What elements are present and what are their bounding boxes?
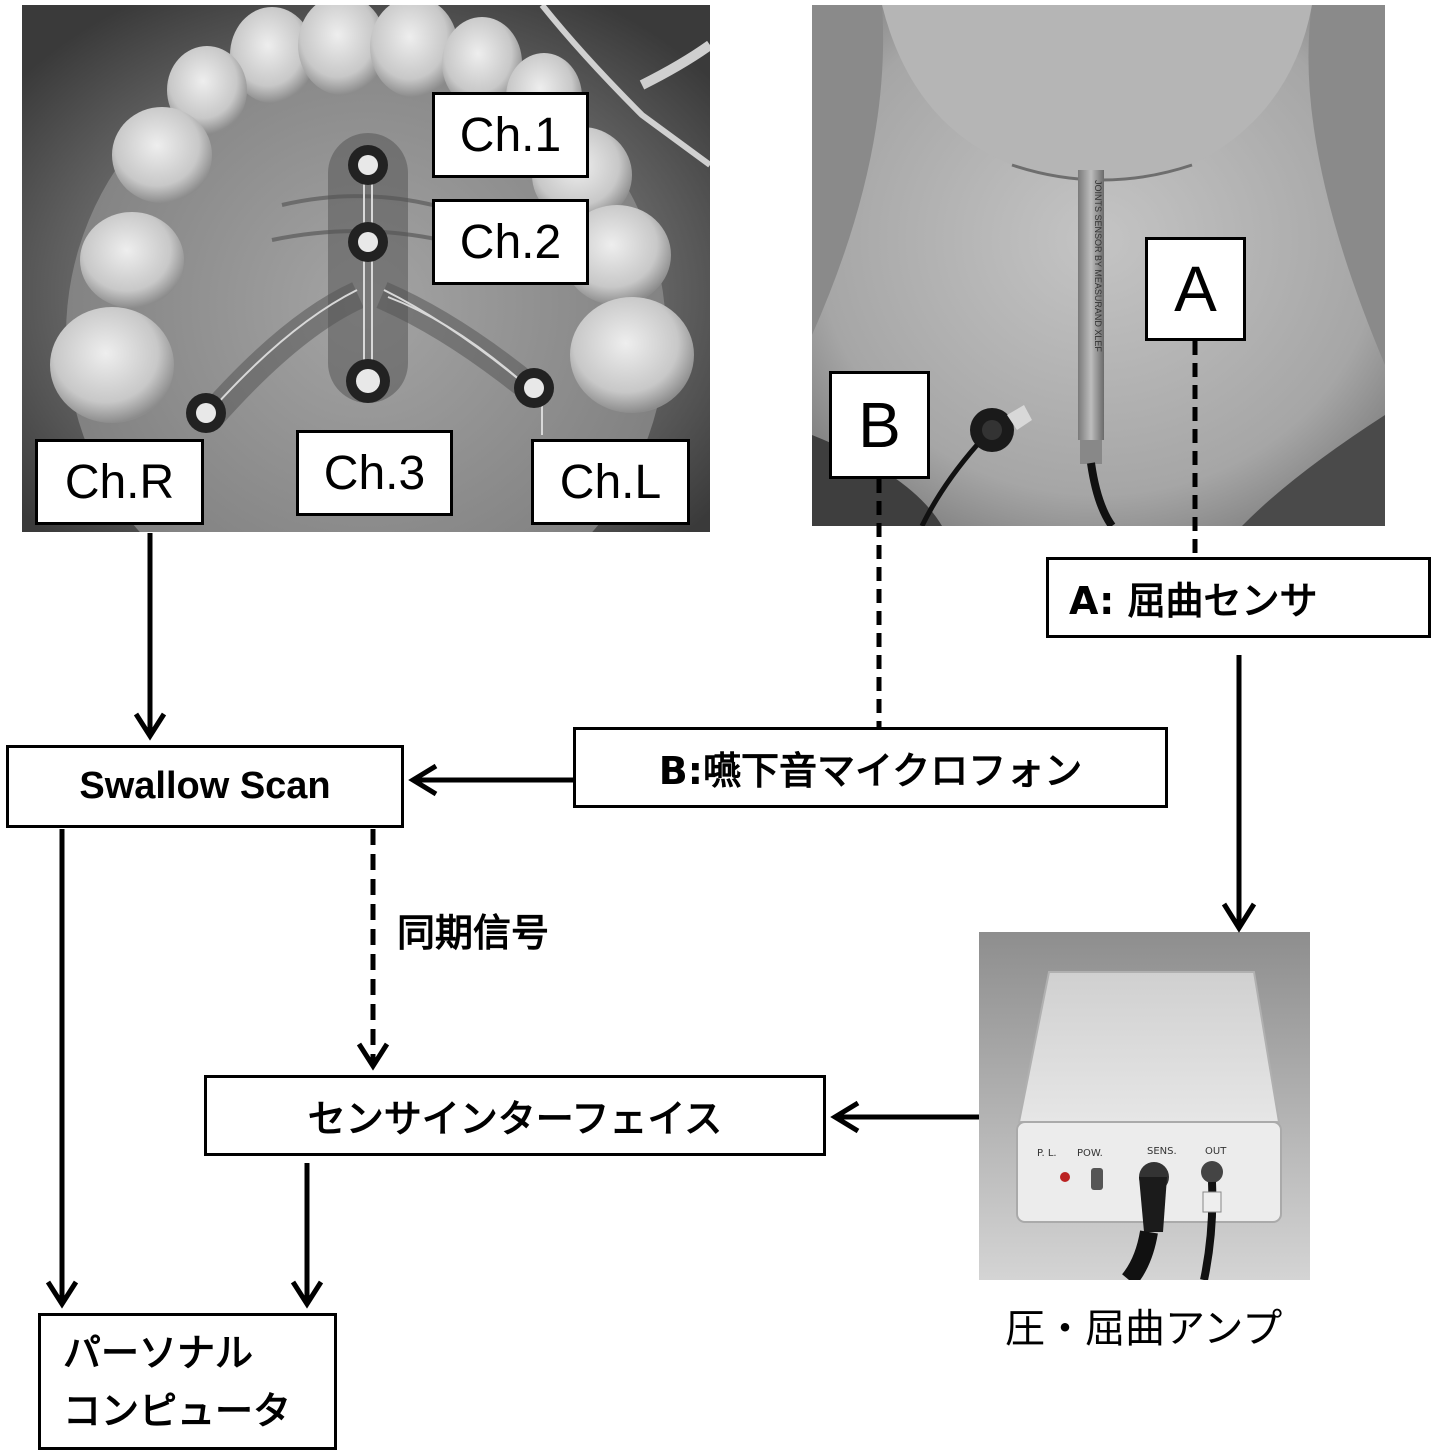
arrowhead-sync-down: [359, 1044, 387, 1066]
label-chL-text: Ch.L: [560, 455, 661, 510]
amp-panel-sens: SENS.: [1147, 1146, 1177, 1157]
label-ch1: Ch.1: [432, 92, 589, 178]
arrowhead-swallow-scan-left: [413, 766, 436, 794]
node-flex-sensor: A: 屈曲センサ: [1046, 557, 1431, 638]
label-ch3: Ch.3: [296, 430, 453, 516]
arrowhead-amp-down: [1224, 904, 1254, 928]
node-personal-computer: パーソナル コンピュータ: [38, 1313, 337, 1450]
label-ch3-text: Ch.3: [324, 446, 425, 501]
node-pc-line1: パーソナル: [63, 1324, 253, 1382]
node-swallow-mic-label: B:嚥下音マイクロフォン: [659, 740, 1082, 795]
label-a: A: [1145, 237, 1246, 341]
node-swallow-scan-label: Swallow Scan: [79, 765, 330, 808]
node-sensor-interface-label: センサインターフェイス: [308, 1088, 723, 1143]
amp-caption: 圧・屈曲アンプ: [1005, 1296, 1282, 1354]
tube-print-text: JOINTS SENSOR BY MEASURAND XLEF: [1093, 180, 1103, 352]
node-flex-sensor-label: A: 屈曲センサ: [1069, 570, 1318, 625]
label-ch2: Ch.2: [432, 199, 589, 285]
label-chR-text: Ch.R: [65, 455, 174, 510]
label-b: B: [829, 371, 930, 479]
amp-panel-pl: P. L.: [1037, 1148, 1057, 1159]
arrowhead-pc-left: [48, 1282, 76, 1304]
label-chL: Ch.L: [531, 439, 690, 525]
amplifier-photo: P. L. POW. SENS. OUT: [979, 932, 1310, 1280]
amplifier-photo-image: P. L. POW. SENS. OUT: [979, 932, 1310, 1280]
label-b-text: B: [858, 388, 901, 462]
node-sensor-interface: センサインターフェイス: [204, 1075, 826, 1156]
label-chR: Ch.R: [35, 439, 204, 525]
arrowhead-pc-right: [293, 1282, 321, 1304]
amp-panel-pow: POW.: [1077, 1148, 1103, 1159]
sync-signal-label: 同期信号: [397, 902, 549, 957]
amp-panel-out: OUT: [1205, 1146, 1227, 1157]
arrowhead-interface-left: [835, 1103, 858, 1131]
arrowhead-swallow-scan-down: [136, 714, 164, 736]
label-a-text: A: [1174, 252, 1217, 326]
label-ch2-text: Ch.2: [460, 215, 561, 270]
node-pc-line2: コンピュータ: [63, 1382, 291, 1440]
label-ch1-text: Ch.1: [460, 108, 561, 163]
node-swallow-mic: B:嚥下音マイクロフォン: [573, 727, 1168, 808]
node-swallow-scan: Swallow Scan: [6, 745, 404, 828]
